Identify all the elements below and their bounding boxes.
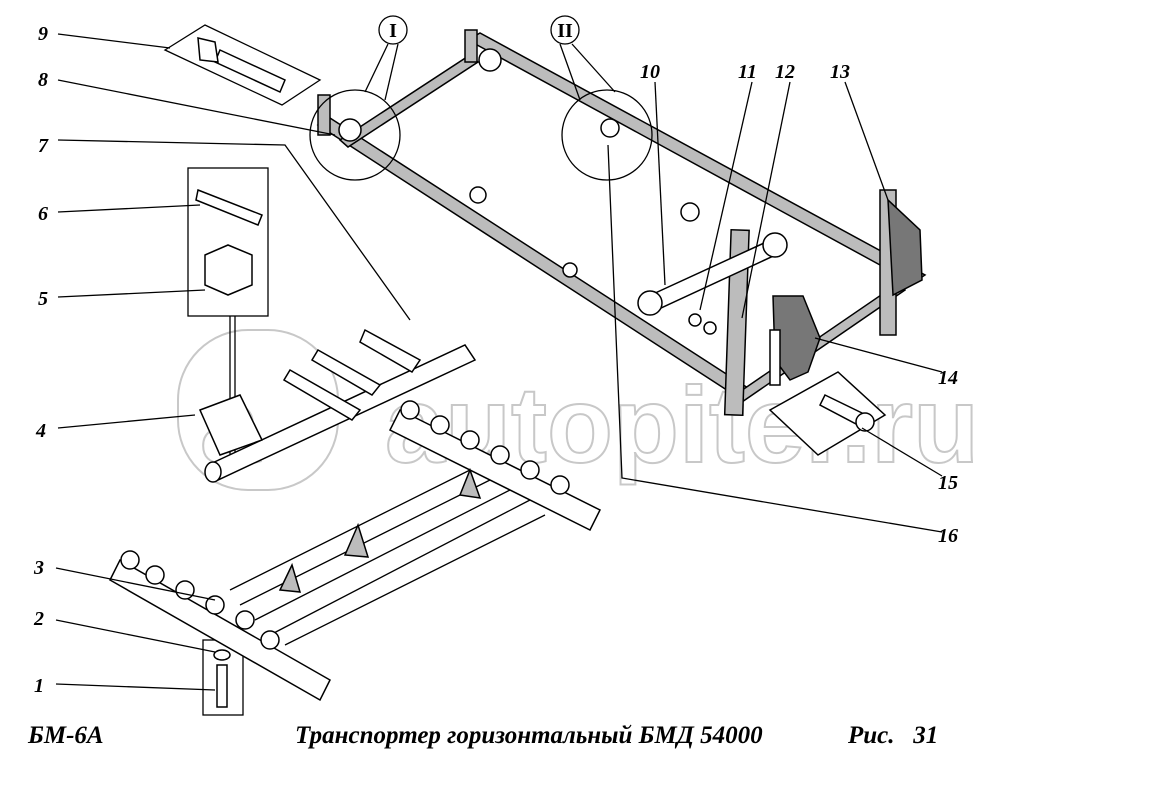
slat-tube: [198, 328, 477, 483]
footer-figure-label: Рис. 31: [848, 722, 939, 749]
marker-i-label: I: [389, 20, 397, 42]
detail-circle-i: [309, 89, 401, 181]
callout-15: 15: [938, 472, 958, 494]
callout-11: 11: [738, 61, 757, 83]
detail-marker-ii: [550, 15, 580, 45]
callout-labels: 9 8 7 6 5 4 3 2 1 10 11 12 13 14 15 16 I…: [33, 20, 958, 697]
leader-lines: [55, 33, 943, 691]
pin-nut-inset: [187, 167, 269, 460]
chain-conveyor: [109, 400, 602, 702]
callout-1: 1: [34, 675, 44, 697]
footer-model: БМ-6А: [28, 722, 104, 749]
callout-4: 4: [35, 420, 46, 442]
callout-6: 6: [38, 203, 48, 225]
marker-ii-label: II: [557, 20, 573, 42]
callout-10: 10: [640, 61, 660, 83]
callout-8: 8: [38, 69, 48, 91]
bolt-inset: [163, 24, 322, 106]
callout-12: 12: [775, 61, 795, 83]
callout-2: 2: [33, 608, 44, 630]
bracket-assembly: [768, 295, 887, 456]
callout-14: 14: [938, 367, 958, 389]
footer-title: Транспортер горизонтальный БМД 54000: [295, 722, 763, 749]
conveyor-frame: [316, 29, 927, 417]
callout-7: 7: [38, 135, 49, 157]
callout-3: 3: [33, 557, 44, 579]
callout-16: 16: [938, 525, 958, 547]
detail-circle-ii: [561, 89, 653, 181]
callout-13: 13: [830, 61, 850, 83]
callout-5: 5: [38, 288, 48, 310]
callout-9: 9: [38, 23, 48, 45]
detail-marker-i: [378, 15, 408, 45]
